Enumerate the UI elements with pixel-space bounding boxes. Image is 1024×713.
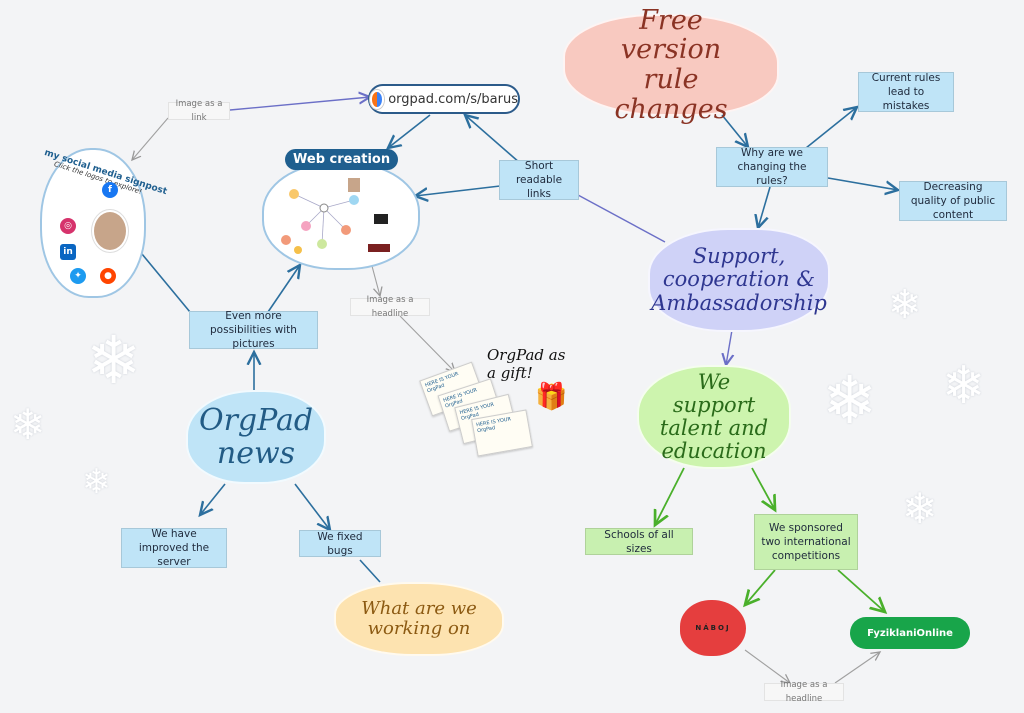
fyziklani-label: FyziklaniOnline bbox=[867, 627, 953, 639]
connector bbox=[267, 265, 300, 313]
linkedin-icon[interactable]: in bbox=[60, 244, 76, 260]
snowflake-icon: ❄ bbox=[888, 282, 922, 328]
orgpad-news-node[interactable]: OrgPad news bbox=[186, 390, 326, 484]
improved-server-node[interactable]: We have improved the server bbox=[121, 528, 227, 568]
connector bbox=[655, 467, 685, 525]
connector bbox=[744, 649, 790, 683]
connector bbox=[827, 177, 898, 190]
connector bbox=[834, 652, 880, 684]
snowflake-icon: ❄ bbox=[10, 400, 46, 449]
connector bbox=[136, 247, 191, 313]
free-version-node[interactable]: Free version rule changes bbox=[563, 5, 779, 124]
snowflake-icon: ❄ bbox=[822, 362, 878, 439]
naboj-label: NÁBOJ bbox=[695, 624, 731, 632]
instagram-icon[interactable]: ◎ bbox=[60, 218, 76, 234]
snowflake-icon: ❄ bbox=[82, 462, 111, 502]
connector bbox=[132, 117, 169, 160]
facebook-icon[interactable]: f bbox=[102, 182, 118, 198]
short-links-node[interactable]: Short readable links bbox=[499, 160, 579, 200]
connector bbox=[399, 315, 455, 372]
connector bbox=[837, 569, 885, 612]
reddit-icon[interactable]: ● bbox=[100, 268, 116, 284]
snowflake-icon: ❄ bbox=[942, 356, 986, 416]
we-support-node[interactable]: We support talent and education bbox=[637, 365, 791, 469]
snowflake-icon: ❄ bbox=[86, 322, 142, 399]
sponsored-node[interactable]: We sponsored two international competiti… bbox=[754, 514, 858, 570]
orgpad-link-node[interactable]: orgpad.com/s/barus bbox=[368, 84, 520, 114]
current-rules-node[interactable]: Current rules lead to mistakes bbox=[858, 72, 954, 112]
fyziklani-logo[interactable]: FyziklaniOnline bbox=[850, 617, 970, 649]
gift-caption-text: OrgPad as a gift! bbox=[487, 346, 566, 382]
working-on-node[interactable]: What are we working on bbox=[334, 582, 504, 656]
schools-node[interactable]: Schools of all sizes bbox=[585, 528, 693, 555]
decreasing-quality-node[interactable]: Decreasing quality of public content bbox=[899, 181, 1007, 221]
gift-caption: OrgPad as a gift! 🎁 bbox=[487, 346, 579, 412]
image-link-label[interactable]: Image as a link bbox=[168, 99, 230, 123]
connector bbox=[726, 329, 732, 365]
connector bbox=[294, 483, 330, 530]
connector bbox=[465, 115, 521, 164]
fixed-bugs-node[interactable]: We fixed bugs bbox=[299, 530, 381, 557]
connector bbox=[805, 107, 857, 149]
social-signpost-card[interactable]: my social media signpost Click the logos… bbox=[40, 148, 168, 298]
connector bbox=[758, 186, 771, 228]
connector bbox=[200, 483, 226, 515]
web-creation-title[interactable]: Web creation bbox=[285, 149, 399, 170]
image-headline-label[interactable]: Image as a headline bbox=[350, 295, 430, 319]
web-creation-card[interactable] bbox=[262, 162, 420, 270]
even-more-node[interactable]: Even more possibilities with pictures bbox=[189, 310, 318, 350]
connector bbox=[577, 194, 666, 243]
twitter-icon[interactable]: ✦ bbox=[70, 268, 86, 284]
support-node[interactable]: Support, cooperation & Ambassadorship bbox=[648, 228, 830, 332]
snowflake-icon: ❄ bbox=[902, 484, 938, 533]
connector bbox=[229, 97, 370, 111]
image-headline-label[interactable]: Image as a headline bbox=[764, 680, 844, 704]
gift-icon: 🎁 bbox=[535, 382, 568, 412]
orgpad-link-label: orgpad.com/s/barus bbox=[388, 91, 518, 107]
connector bbox=[371, 265, 380, 296]
connector bbox=[751, 467, 775, 510]
connector bbox=[721, 114, 748, 147]
connector bbox=[359, 559, 381, 583]
naboj-logo[interactable]: NÁBOJ bbox=[680, 600, 746, 656]
orgpad-logo-icon bbox=[370, 89, 385, 109]
connector bbox=[745, 569, 776, 605]
connector bbox=[388, 114, 431, 148]
web-creation-preview-icon bbox=[281, 178, 390, 254]
why-change-node[interactable]: Why are we changing the rules? bbox=[716, 147, 828, 187]
connector bbox=[415, 185, 501, 196]
avatar bbox=[92, 210, 128, 252]
